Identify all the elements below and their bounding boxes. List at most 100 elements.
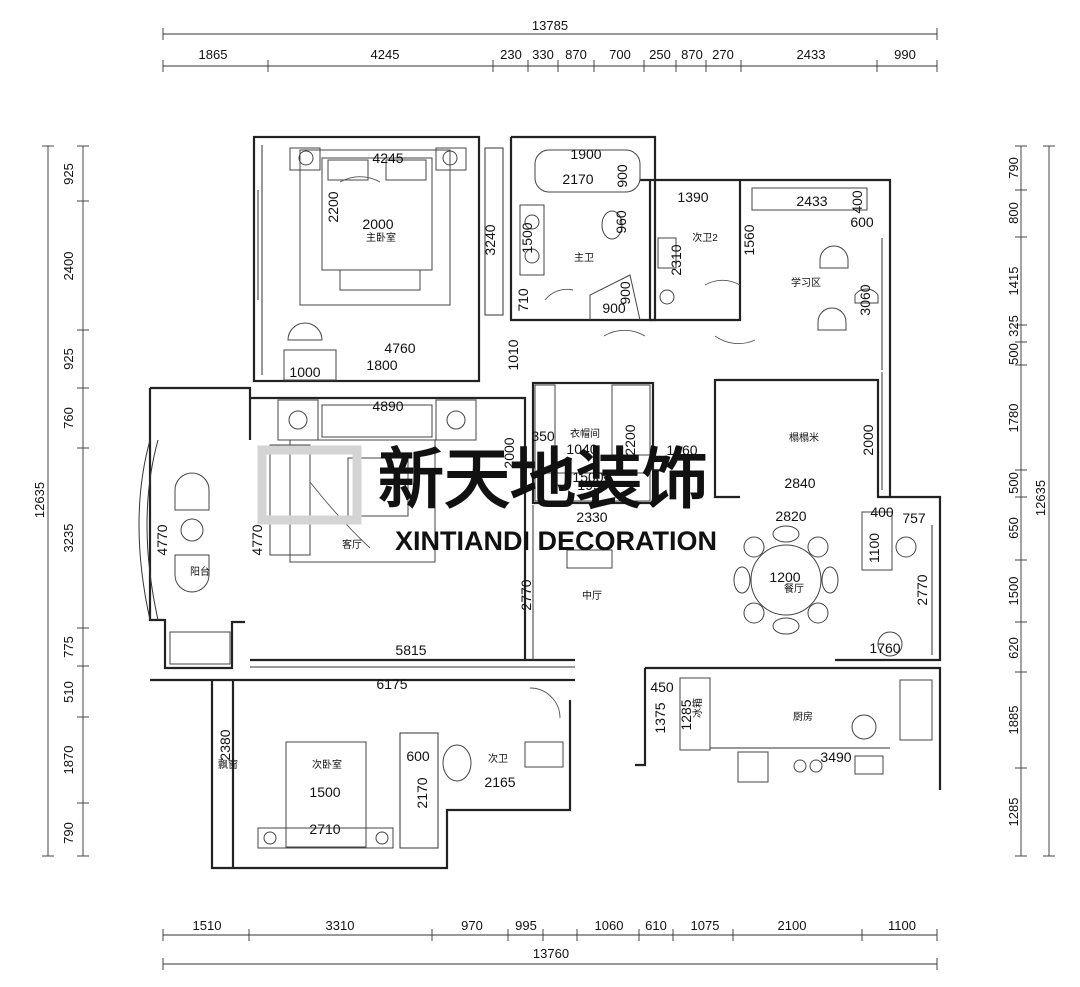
dim-label: 450 <box>650 679 674 695</box>
dim-label: 1990 <box>577 477 608 493</box>
dimension-labels: 13785 1865 4245 230 330 870 700 250 870 … <box>32 18 1048 961</box>
dimension-ticks <box>77 60 1027 941</box>
armchair <box>174 472 210 511</box>
left-segment-label: 510 <box>61 681 76 703</box>
room-label-dining: 餐厅 <box>784 582 804 595</box>
chair <box>287 322 323 341</box>
dining-chair <box>807 602 829 624</box>
left-segment-label: 790 <box>61 822 76 844</box>
pillow <box>385 159 427 181</box>
dim-label: 2770 <box>518 579 534 610</box>
dim-label: 2200 <box>325 191 341 222</box>
room-label-hall: 中厅 <box>582 589 602 602</box>
top-segment-label: 990 <box>894 47 916 62</box>
room-label-living: 客厅 <box>342 538 362 551</box>
room-label-study: 学习区 <box>791 276 821 289</box>
right-segment-label: 650 <box>1006 517 1021 539</box>
dim-label: 4770 <box>154 524 170 555</box>
dining-sideboard <box>861 511 893 571</box>
balcony-arc <box>138 439 151 621</box>
nightstand-lamp <box>442 150 458 166</box>
study-chair <box>854 288 879 304</box>
dim-label: 1500 <box>572 469 603 485</box>
left-segment-label: 760 <box>61 407 76 429</box>
bottom-segment-label: 2100 <box>778 918 807 933</box>
watermark-logo-frame <box>257 445 362 525</box>
dim-label: 1760 <box>869 640 900 656</box>
right-segment-label: 1780 <box>1006 404 1021 433</box>
dim-label: 4245 <box>372 150 403 166</box>
dim-label: 400 <box>849 190 865 214</box>
top-segment-label: 230 <box>500 47 522 62</box>
dim-label: 2000 <box>362 216 393 232</box>
bottom-segment-label: 1100 <box>888 918 916 933</box>
basin <box>442 744 472 782</box>
dim-label: 3060 <box>857 284 873 315</box>
dim-label: 350 <box>531 428 555 444</box>
dim-label: 2433 <box>796 193 827 209</box>
left-segment-label: 1870 <box>61 746 76 775</box>
bottom-segment-label: 1510 <box>193 918 222 933</box>
balcony-cabinet <box>169 631 231 665</box>
balcony-wall <box>150 386 252 398</box>
dim-label: 600 <box>406 748 430 764</box>
lamp <box>446 410 466 430</box>
room-label-bath2: 次卫2 <box>692 231 718 244</box>
stool <box>851 714 877 740</box>
top-segment-label: 700 <box>609 47 631 62</box>
dim-label: 960 <box>613 210 629 234</box>
basin <box>524 248 540 264</box>
dim-label: 2710 <box>309 821 340 837</box>
closet-cabinet <box>611 384 651 456</box>
dim-label: 1900 <box>570 146 601 162</box>
dim-label: 2000 <box>501 437 517 468</box>
right-segment-label: 500 <box>1006 472 1021 494</box>
toilet <box>601 210 623 240</box>
right-segment-label: 325 <box>1006 315 1021 337</box>
bottom-segment-label: 970 <box>461 918 483 933</box>
dining-table <box>750 544 822 616</box>
dim-label: 1375 <box>652 702 668 733</box>
dim-label: 1800 <box>366 357 397 373</box>
study-desk <box>751 187 868 211</box>
door-swing <box>714 335 756 345</box>
toilet <box>524 741 564 768</box>
dim-label: 5815 <box>395 642 426 658</box>
dim-label: 1285 <box>678 699 694 730</box>
top-segment-label: 4245 <box>371 47 400 62</box>
nightstand-lamp <box>298 150 314 166</box>
left-segment-label: 775 <box>61 636 76 658</box>
dim-label: 1000 <box>289 364 320 380</box>
master-bedroom-walls <box>252 135 481 383</box>
dim-label: 1100 <box>866 533 882 563</box>
armchair <box>174 554 210 593</box>
second-bedroom-walls <box>210 680 572 870</box>
dim-label: 2330 <box>576 509 607 525</box>
dim-label: 2170 <box>562 171 593 187</box>
dim-label: 4770 <box>249 524 265 555</box>
dim-label: 900 <box>602 300 626 316</box>
closet-cabinet <box>534 472 651 502</box>
right-total-label: 12635 <box>1033 480 1048 516</box>
room-label-bay-window: 飘窗 <box>218 758 238 771</box>
kitchen-walls <box>635 668 647 767</box>
right-segment-label: 1885 <box>1006 706 1021 735</box>
top-segment-label: 270 <box>712 47 734 62</box>
side-table <box>277 399 319 441</box>
watermark-english: XINTIANDI DECORATION <box>395 526 717 556</box>
door-swing <box>529 687 561 719</box>
top-segment-label: 1865 <box>199 47 228 62</box>
room-label-master-bath: 主卫 <box>574 252 594 264</box>
basin <box>524 214 540 230</box>
lamp <box>263 831 277 845</box>
pillow <box>327 159 369 181</box>
dining-chair <box>807 536 829 558</box>
bottom-segment-label: 610 <box>645 918 667 933</box>
round-table <box>180 518 204 542</box>
stove-burner <box>809 759 823 773</box>
dim-label: 757 <box>902 510 926 526</box>
stove-burner <box>793 759 807 773</box>
room-label-tatami: 榻榻米 <box>789 431 819 444</box>
dim-label: 1200 <box>769 569 800 585</box>
bath2-walls <box>640 178 742 322</box>
